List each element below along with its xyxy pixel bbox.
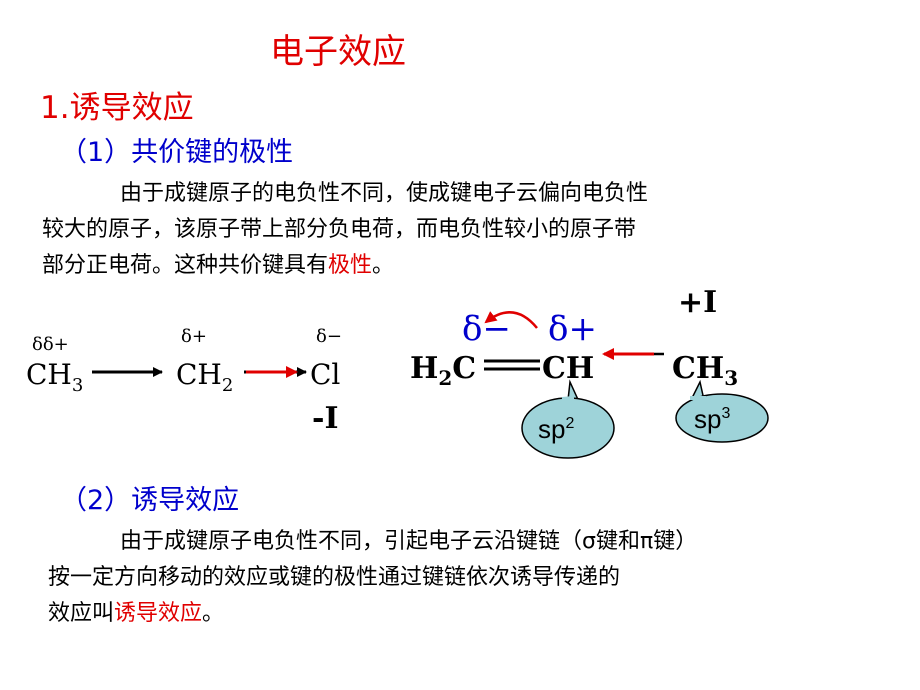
bubble-sp3 <box>675 393 769 443</box>
delta-minus: δ− <box>462 309 511 349</box>
effect-plus-i: +I <box>678 285 717 320</box>
para2-line3: 效应叫诱导效应。 <box>48 596 224 632</box>
para1-line1: 由于成键原子的电负性不同，使成键电子云偏向电负性 <box>120 181 649 206</box>
para2-line3-suffix: 。 <box>202 601 225 626</box>
heading-inductive-effect-2: （2）诱导效应 <box>60 485 240 516</box>
page-title: 电子效应 <box>270 32 406 72</box>
bubble-sp2-label: sp2 <box>538 414 574 444</box>
effect-minus-i: -I <box>312 401 338 436</box>
group-h2c: H2C <box>410 351 476 390</box>
group-ch3-right: CH3 <box>672 351 738 390</box>
charge-cl: δ− <box>316 326 342 347</box>
para1-line3: 部分正电荷。这种共价键具有极性。 <box>42 248 394 284</box>
bubble-sp3-label: sp3 <box>694 404 730 434</box>
group-cl: Cl <box>310 358 340 391</box>
group-ch3: CH3 <box>26 358 83 396</box>
bubble-sp2-join <box>561 396 575 401</box>
group-ch2: CH2 <box>176 358 233 396</box>
para1-line3-suffix: 。 <box>372 253 395 278</box>
heading-bond-polarity: （1）共价键的极性 <box>60 137 294 168</box>
para2-line1: 由于成键原子电负性不同，引起电子云沿键链（σ键和π键） <box>120 529 698 554</box>
para1-term-polarity: 极性 <box>328 253 373 278</box>
para2-term-inductive: 诱导效应 <box>114 601 203 626</box>
group-ch: CH <box>542 351 594 386</box>
para2-line3-prefix: 效应叫 <box>48 601 115 626</box>
para1-line3-prefix: 部分正电荷。这种共价键具有 <box>42 253 329 278</box>
para2-line2: 按一定方向移动的效应或键的极性通过键链依次诱导传递的 <box>48 565 621 590</box>
heading-inductive-effect: 1.诱导效应 <box>40 90 194 126</box>
charge-ch3: δδ+ <box>32 334 69 355</box>
delta-plus: δ+ <box>548 309 597 349</box>
para1-line2: 较大的原子，该原子带上部分负电荷，而电负性较小的原子带 <box>42 217 637 242</box>
curved-arrow <box>484 311 538 329</box>
charge-ch2: δ+ <box>181 326 207 347</box>
